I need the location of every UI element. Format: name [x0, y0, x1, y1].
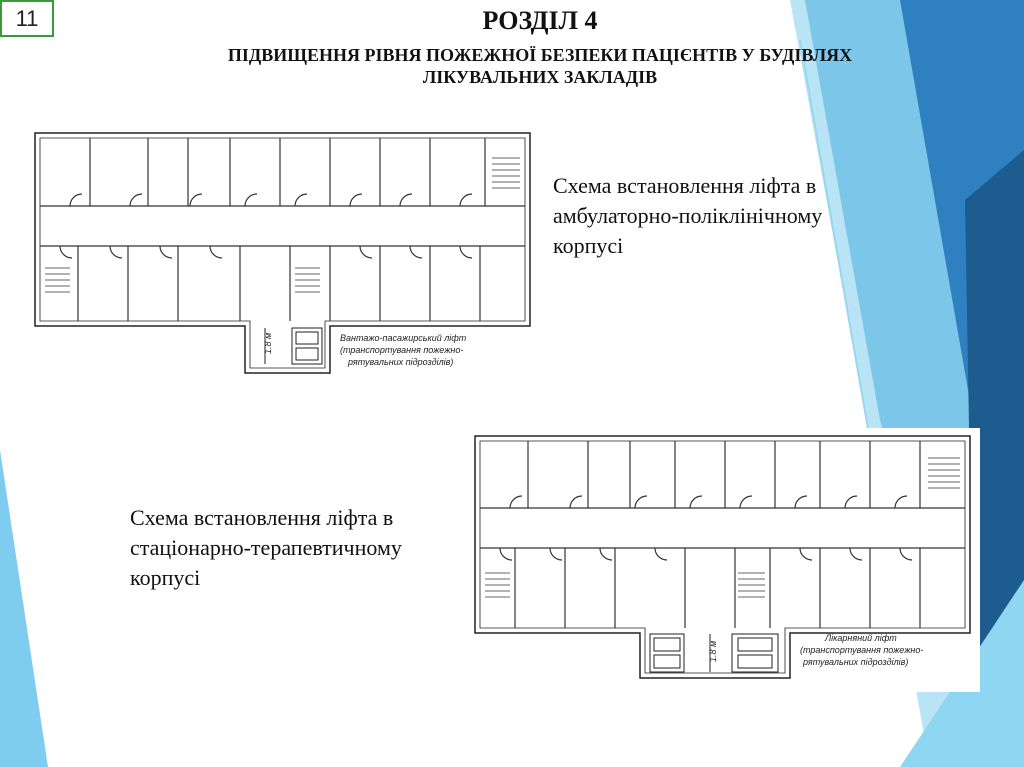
bg-left-triangle: [0, 450, 48, 767]
subtitle-line-2: ЛІКУВАЛЬНИХ ЗАКЛАДІВ: [422, 67, 658, 87]
bg-diagonal-line: [799, 39, 871, 441]
floor-plan-inpatient: 1.8 м Лікарняний ліфт (транспортування п…: [470, 428, 980, 692]
caption-outpatient: Схема встановлення ліфта в амбулаторно-п…: [553, 173, 823, 258]
lift-label-outpatient-2: (транспортування пожежно-: [340, 345, 463, 355]
lift-label-inpatient-1: Лікарняний ліфт: [824, 633, 897, 643]
lift-label-inpatient-3: рятувальних підрозділів): [802, 657, 908, 667]
section-subtitle: ПІДВИЩЕННЯ РІВНЯ ПОЖЕЖНОЇ БЕЗПЕКИ ПАЦІЄН…: [0, 44, 1024, 88]
slide-number: 11: [0, 0, 54, 37]
lift-label-inpatient-2: (транспортування пожежно-: [800, 645, 923, 655]
dimension-label-inpatient: 1.8 м: [708, 641, 718, 662]
subtitle-line-1: ПІДВИЩЕННЯ РІВНЯ ПОЖЕЖНОЇ БЕЗПЕКИ ПАЦІЄН…: [227, 45, 853, 65]
lift-label-outpatient-1: Вантажо-пасажирський ліфт: [340, 333, 467, 343]
floor-plan-outpatient: 1.8 м Вантажо-пасажирський ліфт (транспо…: [34, 132, 531, 374]
lift-label-outpatient-3: рятувальних підрозділів): [347, 357, 453, 367]
section-title: РОЗДІЛ 4: [482, 6, 598, 35]
dimension-label-outpatient: 1.8 м: [263, 333, 273, 354]
caption-inpatient: Схема встановлення ліфта в стаціонарно-т…: [130, 505, 402, 590]
